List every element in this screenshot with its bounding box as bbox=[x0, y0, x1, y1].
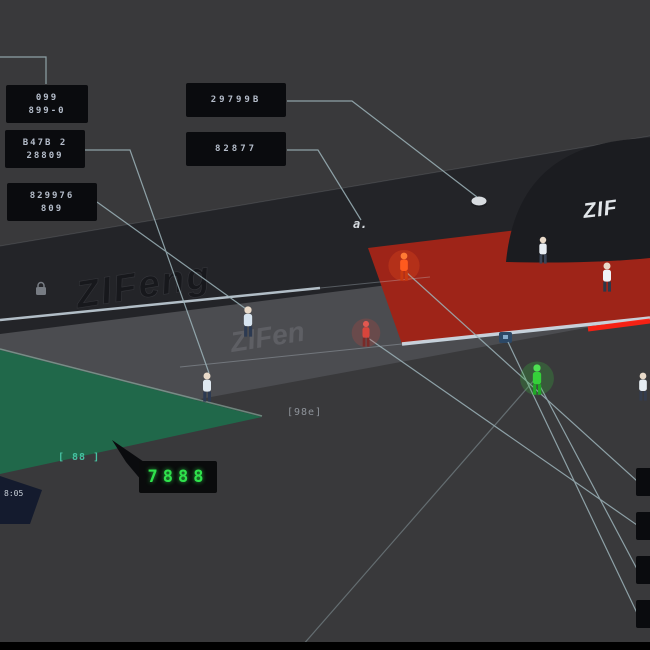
person-figure-edge-runner[interactable] bbox=[639, 372, 647, 401]
callout-left-2: B47B 2 28809 bbox=[5, 130, 85, 168]
connector-top-left bbox=[0, 56, 47, 84]
callout-middle-1-text: 29799B bbox=[210, 95, 262, 105]
right-callout-box-3 bbox=[636, 556, 650, 584]
callout-middle-2: 82877 bbox=[186, 132, 286, 166]
callout-left-3-line-1: 829976 bbox=[29, 190, 75, 201]
field-marker-text: a. bbox=[353, 217, 367, 231]
person-figure-highlighted-green-runner[interactable] bbox=[520, 361, 554, 396]
connector-middle-2 bbox=[287, 149, 362, 221]
callout-left-1-line-2: 899-0 bbox=[28, 105, 66, 116]
right-callout-box-1 bbox=[636, 468, 650, 496]
callout-middle-2-text: 82877 bbox=[214, 144, 258, 154]
callout-left-2-line-2: 28809 bbox=[26, 150, 64, 161]
person-figure-center-track-runner[interactable] bbox=[243, 306, 253, 337]
bottom-letterbox-bar bbox=[0, 642, 650, 650]
blue-chip-icon bbox=[499, 332, 512, 343]
callout-left-1-line-1: 099 bbox=[35, 92, 59, 103]
callout-middle-1: 29799B bbox=[186, 83, 286, 117]
corner-text: 8:05 bbox=[4, 489, 23, 498]
red-stripe bbox=[587, 318, 650, 332]
connector-middle-1 bbox=[287, 100, 478, 198]
connector-right-3 bbox=[539, 385, 638, 570]
right-callout-box-2 bbox=[636, 512, 650, 540]
lane-line-lower-faint bbox=[179, 343, 403, 368]
corner-wedge bbox=[0, 476, 42, 524]
lane-line-upper bbox=[0, 286, 321, 322]
connector-bottom bbox=[301, 377, 537, 647]
figures-layer bbox=[203, 236, 647, 402]
person-figure-highlighted-orange-runner[interactable] bbox=[388, 250, 420, 282]
green-field bbox=[0, 350, 262, 474]
lane-line-upper-faint bbox=[319, 276, 431, 289]
connector-right-2 bbox=[367, 337, 638, 526]
lock-icon bbox=[36, 281, 46, 295]
connector-left-3 bbox=[96, 201, 247, 310]
connector-right-4 bbox=[507, 341, 638, 614]
track-object-cap bbox=[471, 196, 487, 207]
callout-left-2-line-1: B47B 2 bbox=[22, 137, 68, 148]
person-figure-red-field-runner-near[interactable] bbox=[539, 236, 547, 264]
connector-left-2 bbox=[85, 149, 210, 374]
callout-left-1: 099 899-0 bbox=[6, 85, 88, 123]
dark-track-band bbox=[0, 136, 650, 334]
person-figure-red-field-runner-far[interactable] bbox=[603, 262, 611, 292]
bracket-tag-teal: [ 88 ] bbox=[58, 452, 101, 463]
bracket-tag-gray: [98e] bbox=[287, 407, 323, 418]
scoreboard-flag-pointer bbox=[112, 440, 147, 487]
person-figure-red-runner[interactable] bbox=[351, 318, 381, 348]
band-top-edge-line bbox=[0, 135, 650, 247]
callout-left-3: 829976 809 bbox=[7, 183, 97, 221]
connector-right-1 bbox=[405, 271, 638, 482]
callout-left-3-line-2: 809 bbox=[40, 203, 64, 214]
track-curve-dome bbox=[506, 138, 650, 263]
lane-line-lower-bright bbox=[401, 316, 650, 346]
person-figure-left-lane-runner[interactable] bbox=[203, 372, 211, 402]
scoreboard: 7888 bbox=[139, 461, 217, 493]
green-field-edge-line bbox=[0, 348, 263, 417]
right-callout-box-4 bbox=[636, 600, 650, 628]
scoreboard-digits: 7888 bbox=[147, 467, 209, 487]
dome-logo-text: ZIF bbox=[581, 196, 619, 223]
connector-lines bbox=[0, 56, 638, 647]
